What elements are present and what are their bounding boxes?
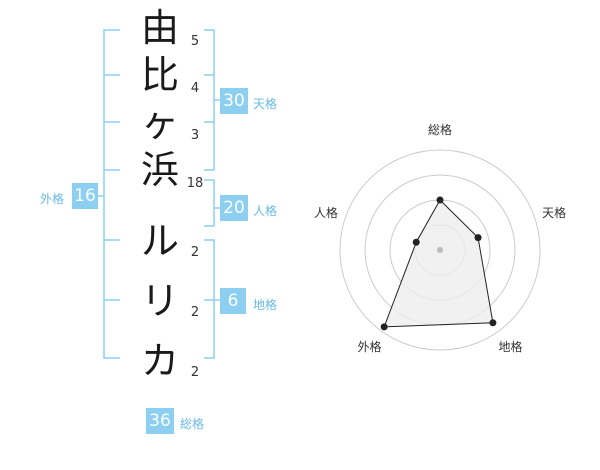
gaikaku-bracket [103, 29, 120, 359]
soukaku-value: 36 [146, 408, 174, 434]
jinkaku-bracket [204, 179, 215, 227]
stroke-count-3: 3 [190, 128, 200, 143]
soukaku-label: 総格 [180, 417, 205, 431]
radar-axis-label: 天格 [542, 205, 566, 220]
radar-point-人格 [412, 238, 420, 246]
tenkaku-bracket [204, 29, 215, 171]
stroke-count-4: 18 [186, 176, 204, 191]
radar-center-dot [437, 247, 443, 253]
radar-axis-label: 総格 [428, 122, 452, 137]
name-char-7: カ [140, 339, 179, 383]
radar-point-総格 [436, 196, 444, 204]
name-char-3: ヶ [140, 101, 179, 145]
jinkaku-label: 人格 [253, 204, 278, 218]
radar-grid-ring [339, 149, 541, 351]
gaikaku-label: 外格 [40, 192, 65, 206]
radar-point-外格 [380, 323, 388, 331]
name-char-1: 由 [140, 6, 179, 50]
chikaku-bracket [204, 239, 215, 359]
stroke-count-6: 2 [190, 305, 200, 320]
gaikaku-value: 16 [72, 183, 98, 209]
radar-axis-label: 外格 [357, 339, 381, 354]
stroke-count-2: 4 [190, 81, 200, 96]
jinkaku-value: 20 [220, 195, 248, 221]
tenkaku-value: 30 [220, 88, 248, 114]
chikaku-value: 6 [220, 288, 246, 314]
radar-axis-label: 地格 [499, 339, 523, 354]
name-char-6: リ [140, 279, 179, 323]
name-char-4: 浜 [140, 148, 179, 192]
name-char-2: 比 [140, 53, 179, 97]
stroke-count-5: 2 [190, 245, 200, 260]
stroke-count-7: 2 [190, 365, 200, 380]
tenkaku-label: 天格 [253, 97, 278, 111]
radar-point-天格 [474, 234, 482, 242]
radar-data-polygon [383, 199, 494, 328]
name-char-5: ル [140, 219, 179, 263]
chikaku-label: 地格 [253, 298, 278, 312]
radar-axis-label: 人格 [314, 205, 338, 220]
stroke-count-1: 5 [190, 34, 200, 49]
radar-point-地格 [489, 319, 497, 327]
